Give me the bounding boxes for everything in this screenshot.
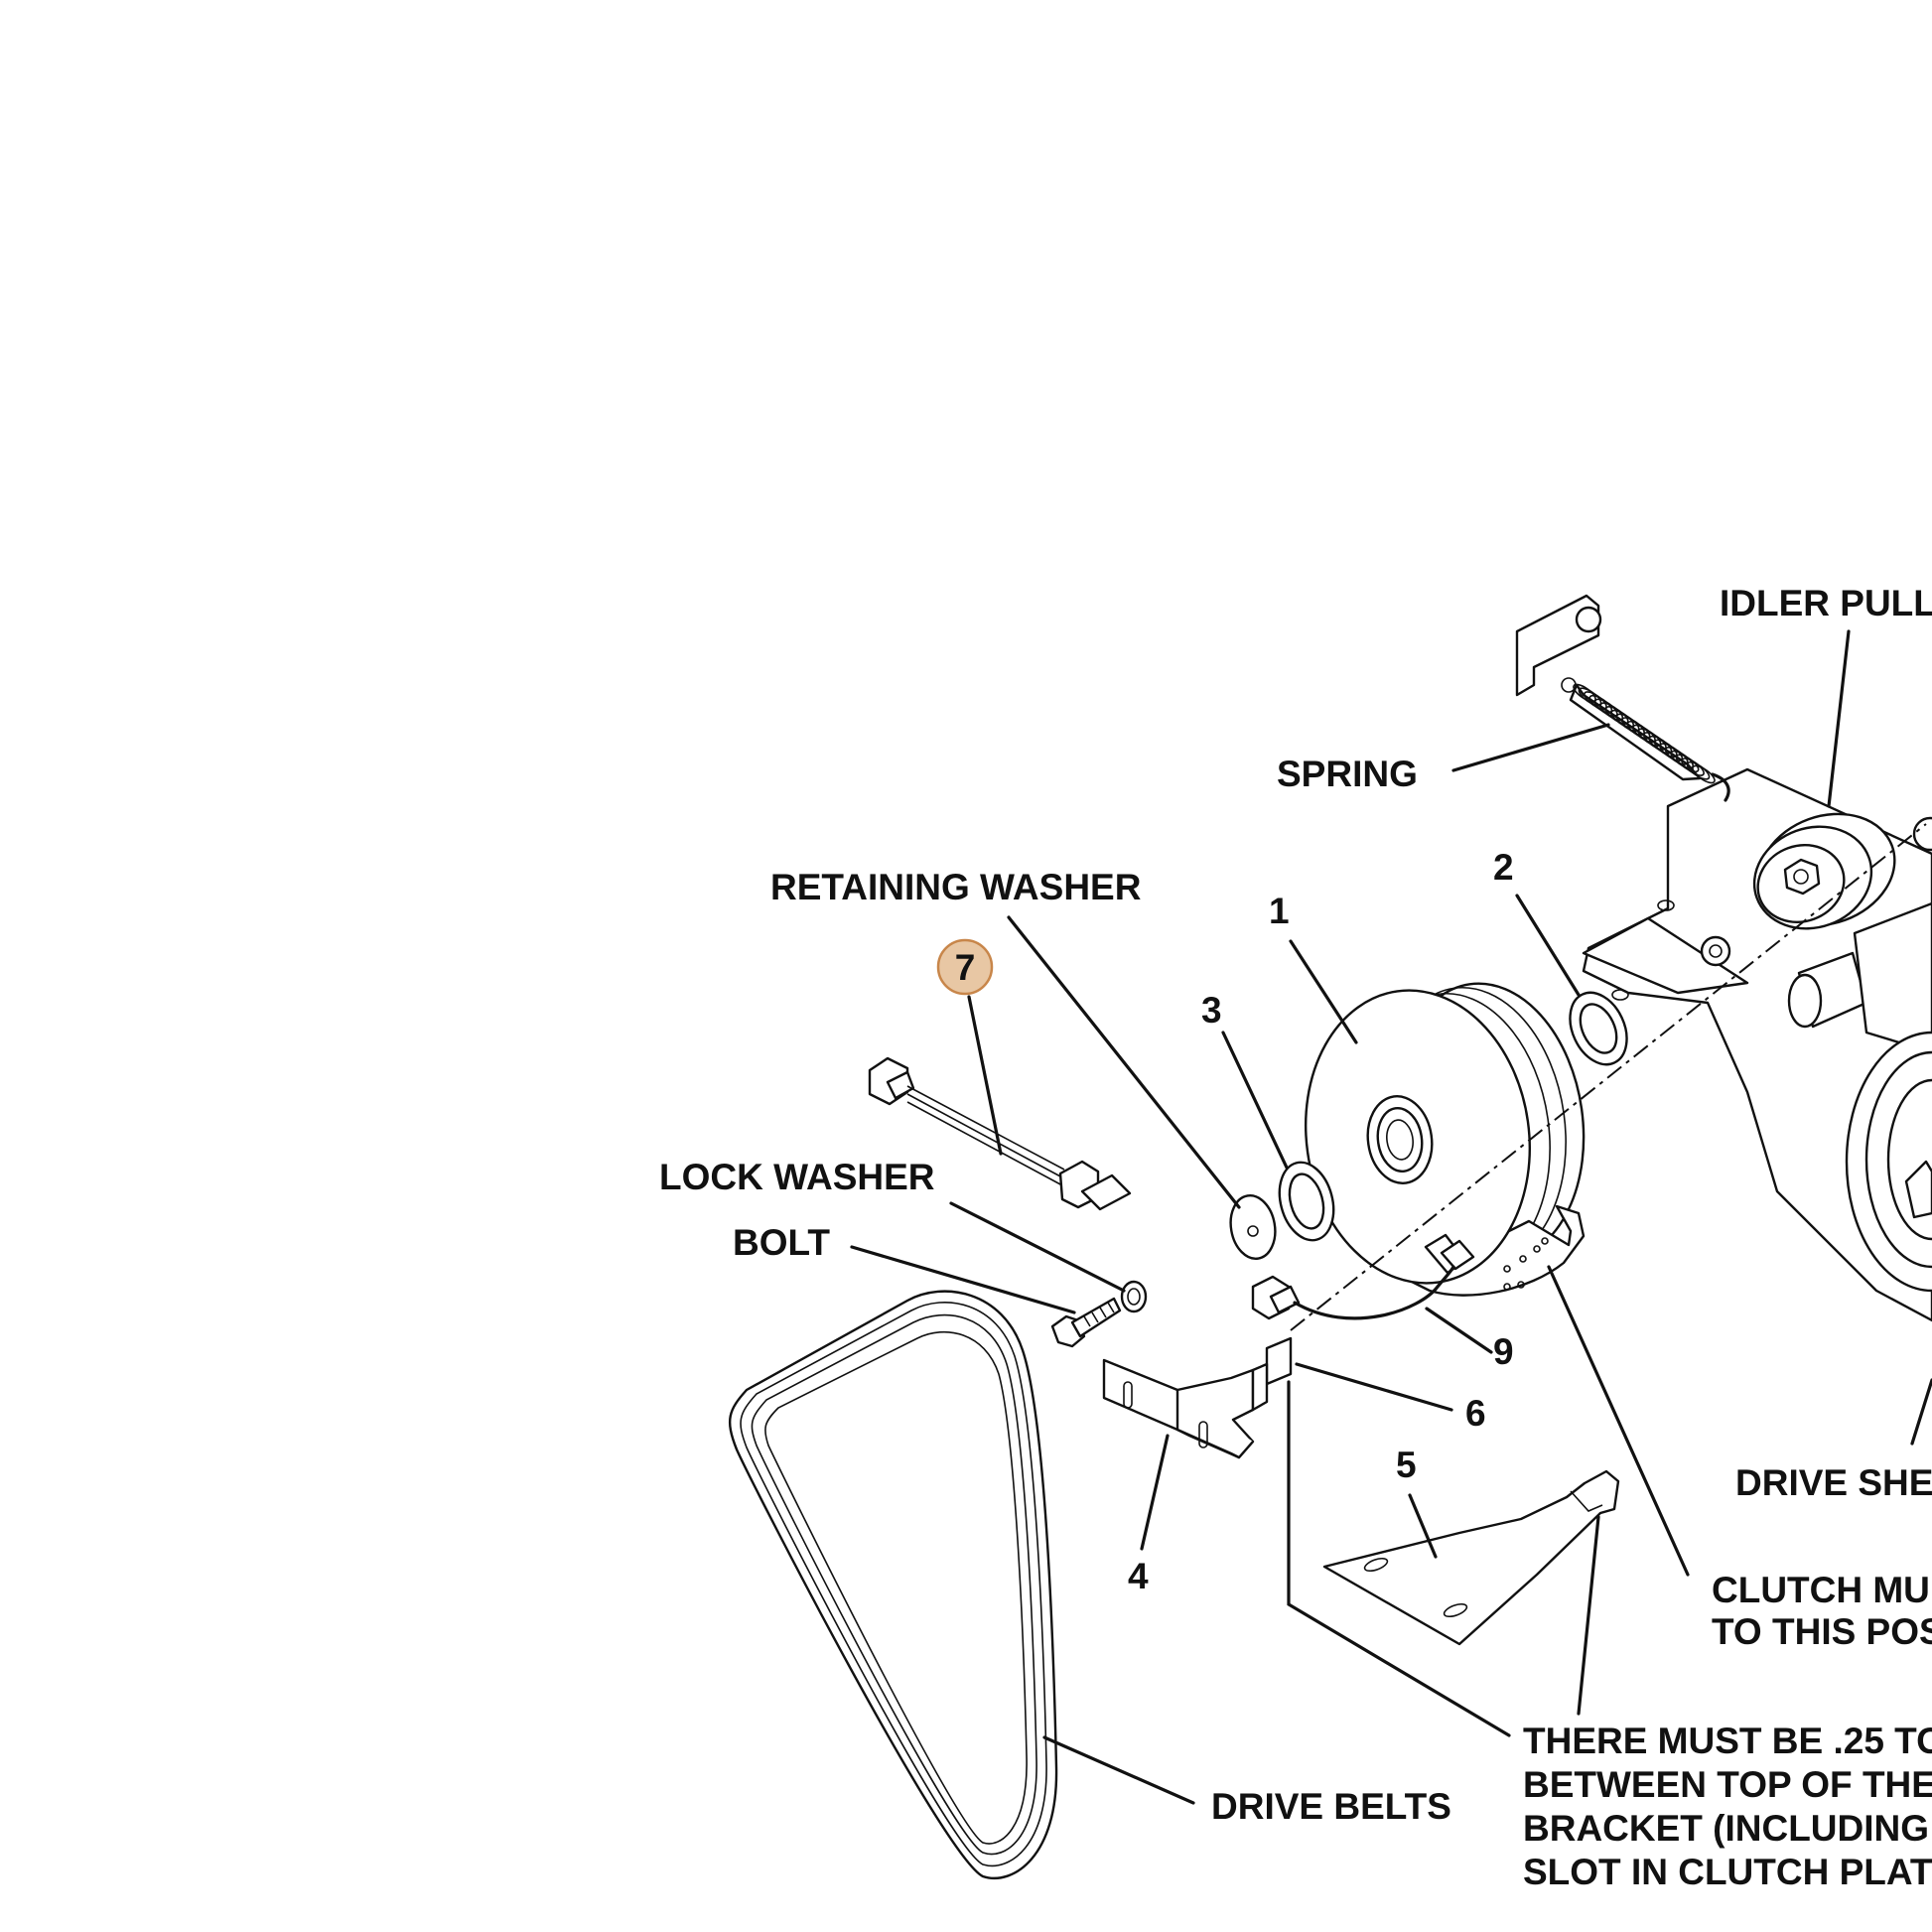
- label-retaining-washer: RETAINING WASHER: [770, 867, 1141, 907]
- drive-sheave: [1845, 1031, 1932, 1293]
- drive-belts: [729, 1290, 1058, 1879]
- electric-clutch: [1304, 982, 1586, 1297]
- label-bolt: BOLT: [733, 1222, 830, 1263]
- leader-lines: [850, 629, 1932, 1805]
- callout-4: 4: [1128, 1556, 1149, 1596]
- label-lock-washer: LOCK WASHER: [659, 1157, 935, 1197]
- idler-pulley: [1752, 812, 1896, 930]
- clutch-note-line-2: TO THIS POS: [1712, 1611, 1932, 1652]
- callout-6: 6: [1465, 1393, 1486, 1434]
- bracket-5: [1322, 1469, 1620, 1646]
- gap-note-line-2: BETWEEN TOP OF THE: [1523, 1764, 1932, 1805]
- gap-note-line-4: SLOT IN CLUTCH PLAT: [1523, 1852, 1932, 1892]
- bolt: [1050, 1297, 1122, 1348]
- callout-2: 2: [1493, 847, 1514, 888]
- lock-washer: [1120, 1280, 1148, 1313]
- spring-coil: [1692, 764, 1716, 784]
- clutch-note-line-1: CLUTCH MU: [1712, 1570, 1930, 1610]
- callout-5: 5: [1396, 1445, 1417, 1485]
- axis-line: [1290, 823, 1927, 1331]
- callout-9: 9: [1493, 1331, 1514, 1372]
- spring: [1569, 683, 1730, 802]
- bracket-4: [1102, 1336, 1293, 1459]
- washer-2: [1569, 991, 1628, 1066]
- retaining-washer: [1229, 1194, 1277, 1260]
- clutch-wire: [1251, 1265, 1455, 1320]
- label-drive-belts: DRIVE BELTS: [1211, 1786, 1451, 1827]
- label-spring: SPRING: [1277, 754, 1418, 794]
- gap-note-line-1: THERE MUST BE .25 TO: [1523, 1721, 1932, 1761]
- washer-3: [1278, 1161, 1335, 1242]
- callout-1: 1: [1269, 891, 1290, 931]
- callout-7-highlight[interactable]: 7: [936, 938, 994, 996]
- gap-note-line-3: BRACKET (INCLUDING: [1523, 1808, 1929, 1849]
- wire-harness: [868, 1056, 1132, 1211]
- label-drive-sheave: DRIVE SHE: [1735, 1462, 1932, 1503]
- callout-3: 3: [1201, 990, 1222, 1031]
- callout-7: 7: [955, 947, 976, 988]
- label-idler-pulley: IDLER PULL: [1720, 583, 1932, 623]
